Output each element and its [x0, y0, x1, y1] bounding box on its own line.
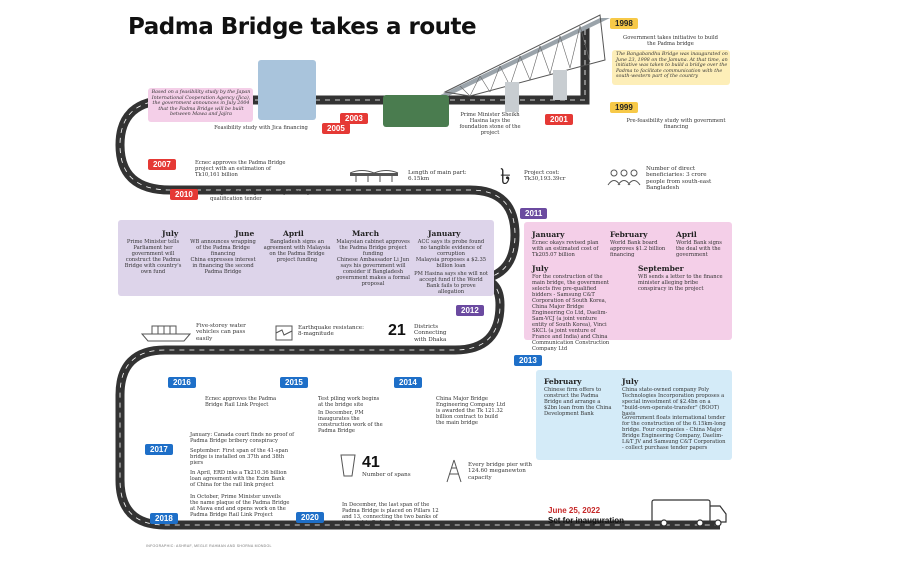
month-2012-june: June	[235, 229, 255, 238]
event-2018-b: In October, Prime Minister unveils the n…	[190, 494, 290, 518]
truck-illustration	[651, 499, 727, 527]
year-badge-2015: 2015	[280, 377, 308, 388]
year-badge-2014: 2014	[394, 377, 422, 388]
event-2011-july: For the construction of the main bridge,…	[532, 274, 610, 352]
stat-cost: Project cost: Tk30,193.39cr	[524, 170, 566, 183]
event-2005: Feasibility study with Jica financing	[214, 125, 308, 131]
year-badge-1998: 1998	[610, 18, 638, 29]
event-2017-b: September: First span of the 41-span bri…	[190, 448, 289, 466]
event-2016: Ecnec approves the Padma Bridge Rail Lin…	[205, 396, 277, 408]
year-badge-2012: 2012	[456, 305, 484, 316]
month-2013-february: February	[544, 377, 582, 386]
earthquake-icon	[275, 325, 293, 341]
year-badge-2007: 2007	[148, 159, 176, 170]
year-badge-2018: 2018	[150, 513, 178, 524]
month-2012-july: July	[162, 229, 179, 238]
event-2015: Test piling work begins at the bridge si…	[318, 396, 380, 408]
pillar-icon	[340, 454, 356, 477]
event-2012-april: Bangladesh signs an agreement with Malay…	[263, 239, 331, 263]
event-2010: Bangladesh Bridge Authority invites pre-…	[210, 190, 318, 202]
stat-beneficiaries: Number of direct beneficiaries: 3 crore …	[646, 166, 712, 192]
event-2011-february: World Bank board approves $1.2 billion f…	[610, 240, 666, 258]
event-2012-june-2: China expresses interest in financing th…	[190, 257, 256, 275]
box-2013	[536, 370, 732, 460]
month-2011-february: February	[610, 230, 648, 239]
event-1998: Government takes initiative to build the…	[623, 35, 718, 47]
year-badge-2011: 2011	[520, 208, 548, 219]
month-2012-april: April	[283, 229, 304, 238]
event-2012-january-2: Malaysia proposes a $2.35 billion loan	[415, 257, 487, 269]
year-badge-2017: 2017	[145, 444, 173, 455]
note-box-1998	[612, 50, 730, 85]
year-badge-2020: 2020	[296, 512, 324, 523]
event-2012-july: Prime Minister tells Parliament her gove…	[124, 239, 182, 275]
event-2012-january-3: PM Hasina says she will not accept fund …	[414, 271, 488, 295]
year-badge-2010: 2010	[170, 189, 198, 200]
event-2011-september: WB sends a letter to the finance ministe…	[638, 274, 723, 292]
stat-length: Length of main part: 6.15km	[408, 170, 467, 183]
event-2012-june: WB announces wrapping of the Padma Bridg…	[190, 239, 256, 257]
event-2014: China Major Bridge Engineering Company L…	[436, 396, 506, 426]
event-2013-july: China state-owned company Poly Technolog…	[622, 387, 725, 417]
month-2011-september: September	[638, 264, 684, 273]
inauguration-label: Set for inauguration	[548, 516, 624, 525]
month-2013-july: July	[622, 377, 639, 386]
people-icon	[607, 169, 641, 186]
inauguration-date: June 25, 2022	[548, 506, 601, 515]
month-2012-march: March	[352, 229, 380, 238]
event-2017-a: January: Canada court finds no proof of …	[190, 432, 295, 444]
month-2011-april: April	[676, 230, 697, 239]
stat-districts-number: 21	[388, 322, 406, 339]
photo-feasibility-study	[258, 60, 316, 120]
month-2011-july: July	[532, 264, 549, 273]
credit-line: INFOGRAPHIC: ASHRAF, MEGLE RAHMAN AND SH…	[146, 544, 272, 548]
event-2018-a: In April, ERD inks a Tk210.36 billion lo…	[190, 470, 287, 488]
bridge-truss-illustration	[430, 14, 610, 112]
event-2015-b: In December, PM inaugurates the construc…	[318, 410, 383, 434]
event-1999: Pre-feasibility study with government fi…	[626, 118, 726, 130]
year-badge-2003: 2003	[340, 113, 368, 124]
ship-icon	[140, 325, 192, 342]
year-badge-2001: 2001	[545, 114, 573, 125]
event-2011-april: World Bank signs the deal with the gover…	[676, 240, 722, 258]
year-badge-2016: 2016	[168, 377, 196, 388]
event-2013-july-2: Government floats international tender f…	[622, 415, 726, 451]
box-2011	[524, 222, 732, 340]
month-2011-january: January	[532, 230, 565, 239]
event-2011-january: Ecnec okays revised plan with an estimat…	[532, 240, 599, 258]
event-2007: Ecnec approves the Padma Bridge project …	[195, 160, 286, 178]
year-badge-1999: 1999	[610, 102, 638, 113]
stat-storey: Five-storey water vehicles can pass easi…	[196, 323, 246, 342]
event-2012-march: Malaysian cabinet approves the Padma Bri…	[336, 239, 410, 257]
stat-pier: Every bridge pier with 124.60 meganewton…	[468, 462, 533, 481]
event-2020: In December, the last span of the Padma …	[342, 502, 439, 526]
photo-foundation-stone	[383, 95, 449, 127]
stat-quake: Earthquake resistance: 8-magnitude	[298, 325, 364, 338]
stat-spans-number: 41	[362, 454, 380, 471]
event-2003: Based on a feasibility study by the Japa…	[151, 90, 251, 118]
page-title: Padma Bridge takes a route	[128, 14, 477, 40]
event-2013-february: Chinese firm offers to construct the Pad…	[544, 387, 612, 417]
stat-spans: Number of spans	[362, 472, 411, 478]
pier-tower-icon	[446, 459, 462, 483]
taka-icon: ৳	[500, 165, 511, 190]
event-1998-note: The Bangabandhu Bridge was inaugurated o…	[616, 52, 728, 80]
note-box-2003	[148, 88, 253, 122]
stat-districts: Districts Connecting with Dhaka	[414, 324, 447, 343]
bridge-icon	[350, 170, 399, 182]
event-2012-march-2: Chinese Ambassador Li Jun says his gover…	[336, 257, 410, 287]
event-2001: Prime Minister Sheikh Hasina lays the fo…	[459, 112, 521, 136]
box-2012	[118, 220, 494, 296]
month-2012-january: January	[428, 229, 461, 238]
year-badge-2005: 2005	[322, 123, 350, 134]
year-badge-2013: 2013	[514, 355, 542, 366]
event-2012-january: ACC says its probe found no tangible evi…	[417, 239, 485, 257]
